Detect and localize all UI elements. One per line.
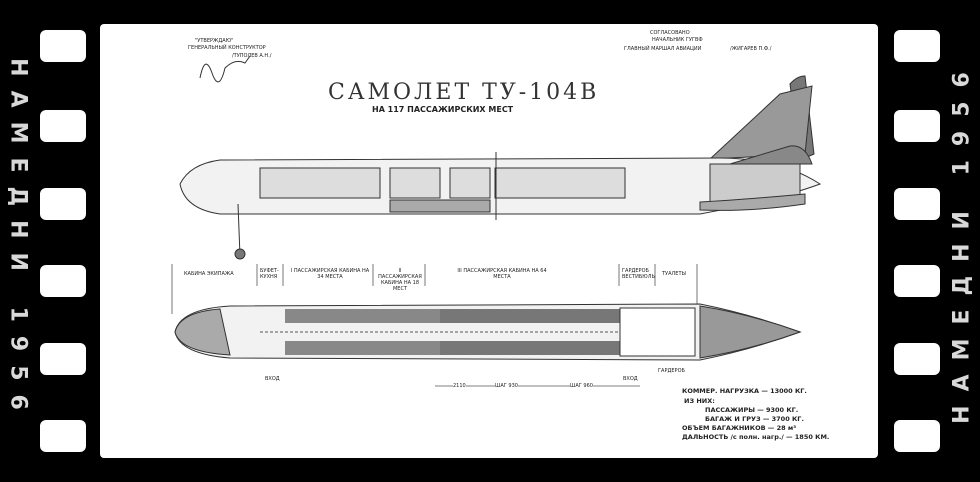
film-hole <box>894 188 940 220</box>
drawing-sheet: "УТВЕРЖДАЮ" ГЕНЕРАЛЬНЫЙ КОНСТРУКТОР /ТУП… <box>100 24 878 458</box>
section-label: I ПАССАЖИРСКАЯ КАБИНА НА 34 МЕСТА <box>290 268 370 280</box>
entry-label: ВХОД <box>623 376 638 382</box>
section-label: ТУАЛЕТЫ <box>662 271 686 277</box>
approval-right-role: НАЧАЛЬНИК ГУГВФ <box>652 37 703 43</box>
section-label: БУФЕТ-КУХНЯ <box>260 268 279 280</box>
spec-line: БАГАЖ И ГРУЗ — 3700 КГ. <box>705 415 804 423</box>
approval-right-name: /ЖИГАРЕВ П.Ф./ <box>730 46 772 52</box>
film-hole <box>40 110 86 142</box>
film-hole <box>894 343 940 375</box>
film-hole <box>40 30 86 62</box>
plan-view <box>174 303 802 361</box>
dimension-label: 2110 <box>453 383 466 389</box>
film-side-text-left: НАМЕДНИ 1956 <box>5 58 31 424</box>
approval-left-name: /ТУПОЛЕВ А.Н./ <box>232 53 272 59</box>
film-hole <box>894 110 940 142</box>
approval-right-heading: СОГЛАСОВАНО <box>650 30 690 36</box>
spec-line: ОБЪЕМ БАГАЖНИКОВ — 28 м³ <box>682 424 797 432</box>
spec-line: ДАЛЬНОСТЬ /с полн. нагр./ — 1850 КМ. <box>682 433 830 441</box>
spec-line: ИЗ НИХ: <box>684 397 715 405</box>
section-label: КАБИНА ЭКИПАЖА <box>184 271 234 277</box>
dimension-label: ШАГ 960 <box>570 383 593 389</box>
film-hole <box>40 265 86 297</box>
wardrobe-label: ГАРДЕРОБ <box>658 368 685 374</box>
signature <box>199 55 251 83</box>
dimension-label: ШАГ 930 <box>495 383 518 389</box>
approval-left-heading: "УТВЕРЖДАЮ" <box>195 38 234 44</box>
section-label: ГАРДЕРОБ ВЕСТИБЮЛЬ <box>622 268 655 280</box>
spec-line: КОММЕР. НАГРУЗКА — 13000 КГ. <box>682 387 807 395</box>
film-hole <box>40 420 86 452</box>
entry-label: ВХОД <box>265 376 280 382</box>
side-view <box>179 75 822 260</box>
approval-left-role: ГЕНЕРАЛЬНЫЙ КОНСТРУКТОР <box>188 45 266 51</box>
film-hole <box>40 343 86 375</box>
film-side-text-right: НАМЕДНИ 1956 <box>949 58 975 424</box>
film-hole <box>894 420 940 452</box>
approval-right-rank: ГЛАВНЫЙ МАРШАЛ АВИАЦИИ <box>624 46 702 52</box>
page-subtitle: НА 117 ПАССАЖИРСКИХ МЕСТ <box>372 105 514 114</box>
film-hole <box>894 30 940 62</box>
aircraft-drawing <box>171 75 822 387</box>
film-hole <box>894 265 940 297</box>
section-label: II ПАССАЖИРСКАЯ КАБИНА НА 18 МЕСТ <box>378 268 422 292</box>
film-hole <box>40 188 86 220</box>
page-title: САМОЛЕТ ТУ-104В <box>328 80 600 105</box>
seat-rows <box>285 309 620 355</box>
section-label: III ПАССАЖИРСКАЯ КАБИНА НА 64 МЕСТА <box>457 268 547 280</box>
spec-line: ПАССАЖИРЫ — 9300 КГ. <box>705 406 799 414</box>
